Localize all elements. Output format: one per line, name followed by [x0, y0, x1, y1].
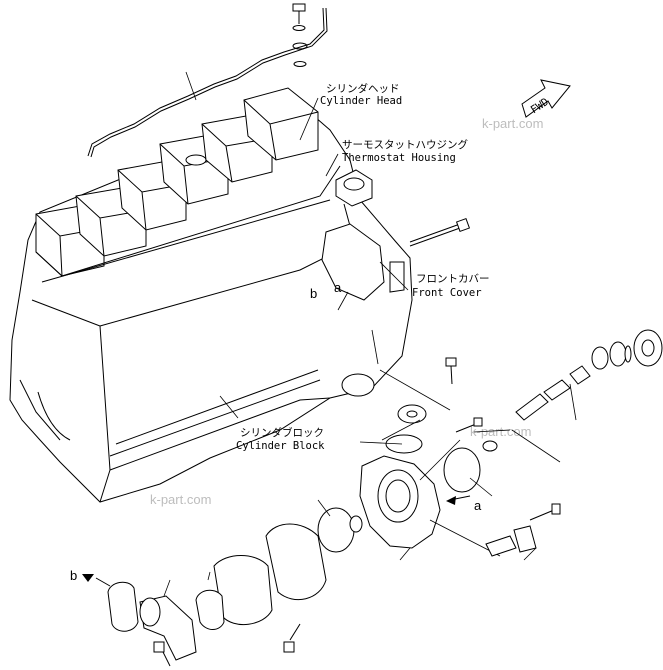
top-bolt — [292, 3, 308, 67]
thermostat-en-label: Thermostat Housing — [342, 152, 456, 164]
front-cover-en-label: Front Cover — [412, 287, 482, 299]
cylinder-head-covers — [35, 87, 341, 283]
ref-letter-b-top: b — [310, 286, 317, 301]
watermark-4: k-part.com — [150, 492, 211, 507]
bottom-bolt-1 — [153, 641, 171, 667]
elbow-gasket — [195, 589, 225, 630]
leader-lines — [163, 97, 577, 597]
pump-plate — [213, 555, 273, 626]
fwd-arrow-icon: FWD — [521, 79, 571, 118]
round-gasket — [443, 447, 481, 493]
valve-cover-6 — [243, 87, 319, 161]
watermark-2: k-part.com — [482, 116, 543, 131]
bottom-bolt-2 — [283, 623, 301, 653]
cylinder-head-jp-label: シリンダヘッド — [326, 82, 400, 95]
pipe-leader — [185, 71, 197, 101]
ref-letter-b-bottom: b — [70, 568, 77, 583]
thermostat-jp-label: サーモスタットハウジング — [342, 138, 468, 151]
shaft-assembly — [515, 329, 663, 421]
lower-bolt — [529, 503, 561, 521]
small-bolt-3 — [482, 440, 498, 452]
cylinder-block-en-label: Cylinder Block — [236, 440, 325, 452]
oval-gasket-1 — [385, 434, 423, 454]
ref-letter-a-bottom: a — [474, 498, 482, 513]
thermostat-ring — [341, 373, 375, 397]
ref-arrow-a — [446, 495, 471, 505]
small-sleeve — [485, 525, 537, 557]
elbow-pipe — [139, 595, 197, 661]
oil-pipe — [87, 7, 325, 157]
pump-gasket — [265, 523, 327, 601]
ref-letter-a-top: a — [334, 280, 342, 295]
front-cover-jp-label: フロントカバー — [416, 273, 490, 285]
small-bolt-1 — [445, 357, 457, 385]
small-bolt-2 — [455, 417, 483, 433]
water-pump-body — [359, 455, 441, 549]
cylinder-head-en-label: Cylinder Head — [320, 95, 402, 107]
ref-arrow-b — [82, 574, 111, 587]
impeller — [317, 507, 363, 553]
inlet-flange — [107, 581, 139, 632]
front-cover — [321, 223, 405, 301]
cylinder-block-jp-label: シリンダブロック — [240, 426, 324, 439]
watermark-3: k-part.com — [470, 424, 531, 439]
long-bolt — [409, 217, 471, 247]
